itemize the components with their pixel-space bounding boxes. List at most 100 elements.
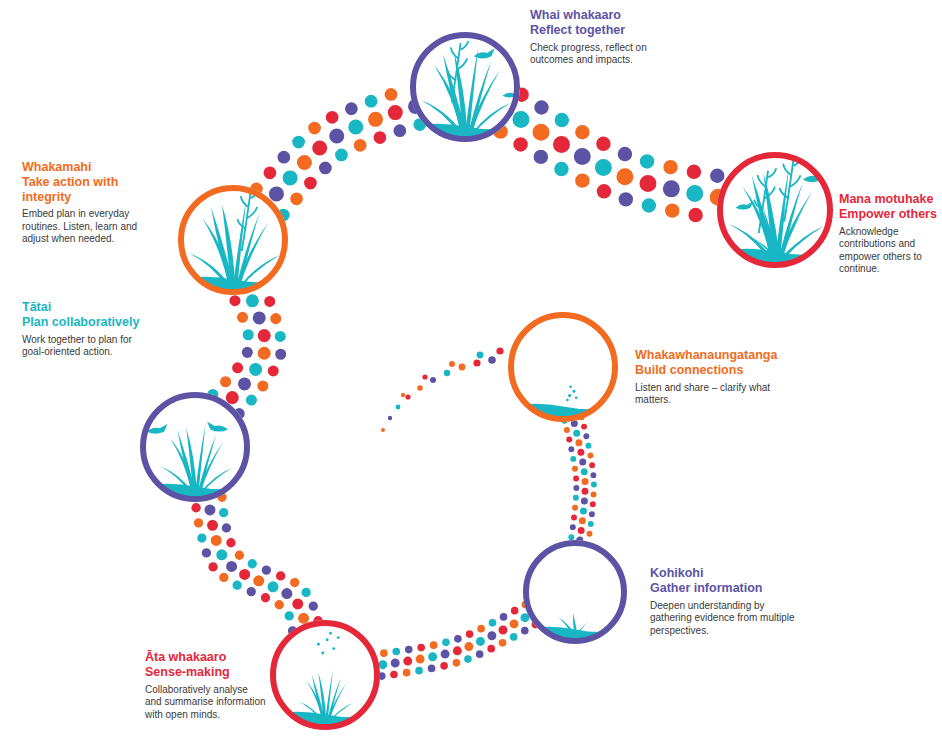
trail-dots — [375, 604, 525, 654]
trail-dots — [222, 495, 318, 621]
circle-ring — [720, 155, 830, 265]
stage-text: Whai whakaaroReflect togetherCheck progr… — [530, 8, 680, 67]
stage-circle: WhakawhanaungatangaBuild connectionsList… — [508, 312, 618, 422]
trail-dots — [375, 604, 525, 654]
trail-dots — [501, 132, 716, 219]
trail-dots — [239, 286, 281, 413]
stage-heading: Plan collaboratively — [22, 315, 152, 330]
dot-trail — [256, 89, 422, 215]
stage-text: Mana motuhakeEmpower othersAcknowledge c… — [839, 192, 937, 276]
stage-description: Embed plan in everyday routines. Listen,… — [22, 208, 157, 246]
circle-ring — [181, 188, 285, 292]
trail-dots — [501, 132, 716, 219]
circle-outline — [178, 185, 288, 295]
circle-outline — [717, 152, 833, 268]
circle-ring — [273, 623, 377, 727]
trail-dots — [239, 286, 281, 413]
stage-text: TātaiPlan collaborativelyWork together t… — [22, 300, 152, 359]
dot-tail — [381, 347, 504, 432]
stage-description: Listen and share – clarify what matters. — [635, 382, 795, 407]
circle-outline — [508, 312, 618, 422]
trail-dots — [222, 495, 318, 621]
trail-dots — [522, 95, 725, 177]
trail-dots — [239, 286, 281, 413]
stage-text: KohikohiGather informationDeepen underst… — [650, 566, 795, 637]
trail-dots — [565, 421, 577, 542]
stage-heading: Sense-making — [145, 665, 267, 680]
trail-dots — [522, 95, 725, 177]
stage-name: Whai whakaaro — [530, 8, 680, 23]
stage-heading: Reflect together — [530, 23, 680, 38]
circle-ring — [413, 35, 517, 139]
trail-dots — [283, 124, 422, 215]
stage-circle: Āta whakaaroSense-makingCollaboratively … — [270, 620, 380, 730]
dot-trail — [213, 286, 282, 413]
dot-trail — [195, 495, 318, 631]
stage-name: Kohikohi — [650, 566, 795, 581]
circle-outline — [410, 32, 520, 142]
trail-dots — [375, 604, 525, 654]
stage-description: Acknowledge contributions and empower ot… — [839, 226, 937, 276]
trail-dots — [209, 498, 306, 626]
stage-text: WhakamahiTake action with integrityEmbed… — [22, 160, 157, 246]
trail-dots — [565, 421, 577, 542]
stage-heading: Build connections — [635, 363, 795, 378]
stage-circle: Mana motuhakeEmpower othersAcknowledge c… — [717, 152, 833, 268]
trail-dots — [283, 124, 422, 215]
trail-dots — [501, 132, 716, 219]
stage-name: Whakamahi — [22, 160, 157, 175]
stage-illustration — [410, 32, 520, 142]
stage-illustration — [523, 540, 627, 644]
trail-dots — [522, 95, 725, 177]
trail-dots — [283, 124, 422, 215]
trail-dots — [522, 95, 725, 177]
trail-dots — [377, 615, 530, 666]
stage-text: Āta whakaaroSense-makingCollaboratively … — [145, 650, 267, 721]
trail-dots — [501, 132, 716, 219]
stage-heading: Gather information — [650, 581, 795, 596]
stage-heading: Take action with integrity — [22, 175, 157, 205]
dot-trail — [375, 604, 535, 676]
circle-ring — [511, 315, 615, 419]
stage-illustration — [140, 392, 250, 502]
stage-description: Collaboratively analyse and summarise in… — [145, 684, 267, 722]
stage-illustration — [270, 620, 380, 730]
circle-ring — [143, 395, 247, 499]
trail-dots — [377, 615, 530, 666]
stage-description: Check progress, reflect on outcomes and … — [530, 42, 680, 67]
trail-dots — [565, 421, 577, 542]
stage-illustration — [178, 185, 288, 295]
stage-description: Deepen understanding by gathering eviden… — [650, 600, 795, 638]
stage-name: Mana motuhake — [839, 192, 937, 207]
trail-dots — [375, 604, 525, 654]
stage-heading: Empower others — [839, 207, 937, 222]
stage-text: WhakawhanaungatangaBuild connectionsList… — [635, 348, 795, 407]
dot-trail — [501, 95, 725, 219]
circle-ring — [526, 543, 624, 641]
trail-dots — [222, 495, 318, 621]
stage-name: Tātai — [22, 300, 152, 315]
trail-dots — [565, 421, 577, 542]
stage-name: Whakawhanaungatanga — [635, 348, 795, 363]
circle-outline — [523, 540, 627, 644]
trail-dots — [377, 615, 530, 666]
trail-dots — [239, 286, 281, 413]
stage-circle: KohikohiGather informationDeepen underst… — [523, 540, 627, 644]
trail-dots — [209, 498, 306, 626]
stage-circle: TātaiPlan collaborativelyWork together t… — [140, 392, 250, 502]
trail-dots — [377, 615, 530, 666]
dot-trail — [565, 417, 594, 543]
circle-outline — [270, 620, 380, 730]
trail-dots — [209, 498, 306, 626]
stage-name: Āta whakaaro — [145, 650, 267, 665]
trail-dots — [283, 124, 422, 215]
circle-outline — [140, 392, 250, 502]
stage-illustration — [508, 312, 618, 422]
trail-dots — [222, 495, 318, 621]
stage-illustration — [717, 152, 833, 268]
stage-circle: WhakamahiTake action with integrityEmbed… — [178, 185, 288, 295]
stage-description: Work together to plan for goal-oriented … — [22, 334, 152, 359]
